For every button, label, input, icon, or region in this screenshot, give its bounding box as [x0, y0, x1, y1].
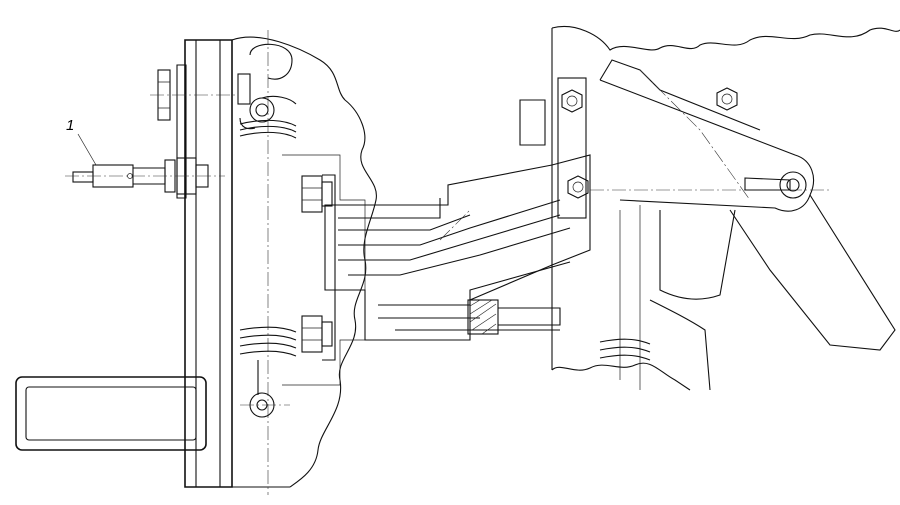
switch-sensor — [65, 157, 225, 195]
right-bracket — [519, 26, 900, 391]
mounting-plate — [231, 30, 377, 495]
linkage-rod — [599, 194, 896, 391]
lever-arm — [599, 59, 814, 212]
section-bracket — [324, 154, 591, 341]
upper-spring — [237, 43, 297, 139]
callout-1: 1 — [66, 117, 97, 166]
pedal-arm — [176, 39, 233, 488]
upper-stud — [150, 69, 235, 121]
plate-bolts — [301, 174, 336, 361]
callout-number: 1 — [66, 117, 74, 134]
housing-hidden-lines — [282, 154, 366, 386]
pedal-pad — [15, 376, 207, 451]
lower-spring — [239, 326, 297, 418]
